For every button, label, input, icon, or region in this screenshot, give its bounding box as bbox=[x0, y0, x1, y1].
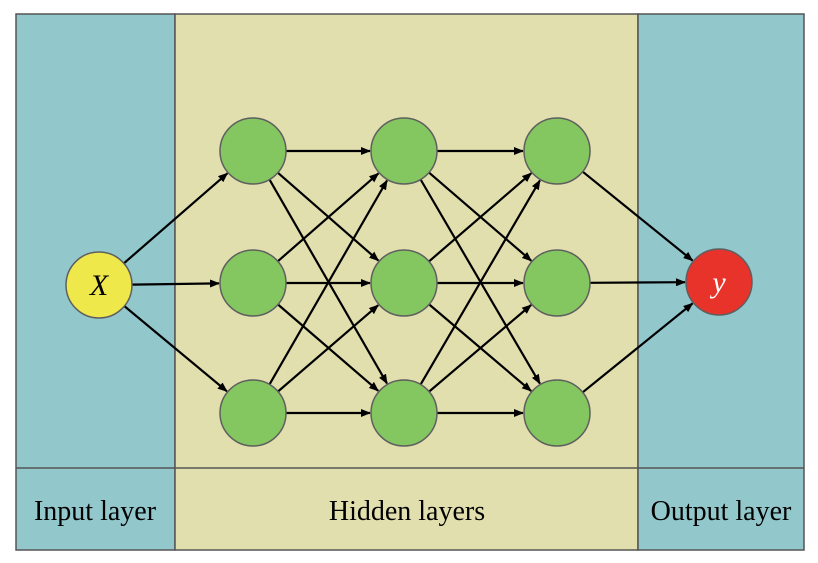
edge-h2-3-to-h3-1 bbox=[419, 179, 541, 386]
edge-h1-3-to-h2-1 bbox=[268, 179, 388, 385]
edge-input-to-h1-3 bbox=[123, 305, 228, 393]
hidden-node-l1-n3 bbox=[219, 379, 287, 447]
hidden-node-l3-n3 bbox=[523, 379, 591, 447]
input-node-label: X bbox=[89, 269, 110, 302]
hidden-node-l1-n2 bbox=[219, 249, 287, 317]
output-layer-label: Output layer bbox=[651, 496, 792, 527]
edge-h3-1-to-output bbox=[582, 170, 694, 262]
edge-input-to-h1-1 bbox=[123, 172, 229, 265]
input-layer-label: Input layer bbox=[34, 496, 157, 527]
input-node bbox=[65, 251, 133, 319]
edge-h2-3-to-h3-2 bbox=[428, 304, 532, 393]
edge-input-to-h1-2 bbox=[131, 279, 220, 288]
connection-edges bbox=[123, 147, 694, 417]
hidden-node-l2-n1 bbox=[370, 117, 438, 185]
edge-h3-3-to-output bbox=[582, 302, 694, 394]
hidden-node-l2-n2 bbox=[370, 249, 438, 317]
hidden-node-l3-n2 bbox=[523, 249, 591, 317]
edge-h3-2-to-output bbox=[589, 278, 686, 287]
output-node-label: y bbox=[709, 266, 726, 299]
hidden-node-l3-n1 bbox=[523, 117, 591, 185]
edge-h1-2-to-h2-1 bbox=[277, 172, 380, 263]
edge-h1-3-to-h2-2 bbox=[277, 304, 379, 393]
hidden-node-l2-n3 bbox=[370, 379, 438, 447]
edge-h2-2-to-h3-1 bbox=[428, 172, 533, 263]
hidden-layers-label: Hidden layers bbox=[329, 496, 485, 527]
output-node bbox=[685, 248, 753, 316]
hidden-node-l1-n1 bbox=[219, 117, 287, 185]
